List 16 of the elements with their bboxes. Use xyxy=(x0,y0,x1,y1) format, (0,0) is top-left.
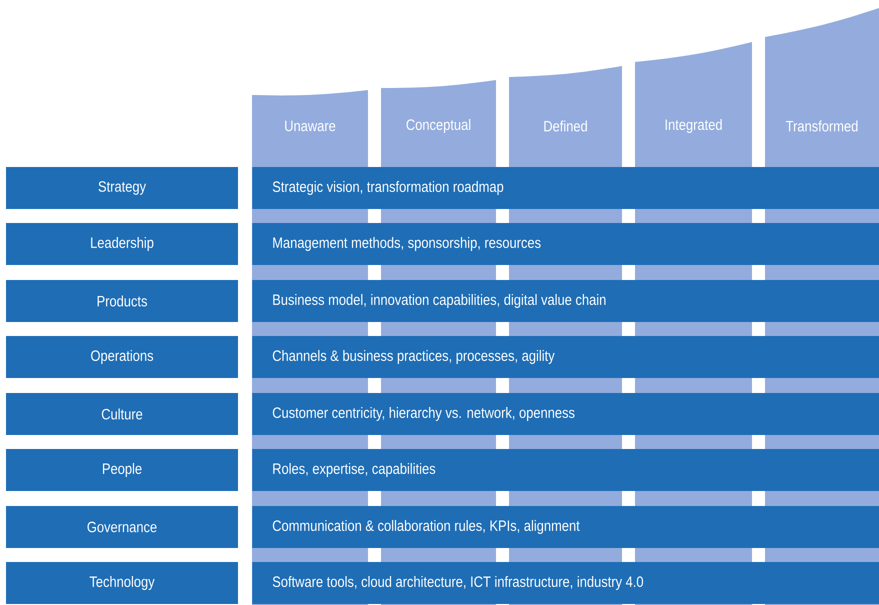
row-label-box: Strategy xyxy=(6,167,238,209)
row-label-box: Culture xyxy=(6,393,238,435)
description-bar: Communication & collaboration rules, KPIs, alignment xyxy=(252,506,879,548)
row-label-box: Technology xyxy=(6,562,238,604)
description-bar: Management methods, sponsorship, resources xyxy=(252,223,879,265)
description-bar: Software tools, cloud architecture, ICT infrastructure, industry 4.0 xyxy=(252,562,879,604)
row-label-box: Products xyxy=(6,280,238,322)
description-bar: Roles, expertise, capabilities xyxy=(252,448,879,491)
row-label-box: Governance xyxy=(6,506,238,548)
description-bar: Strategic vision, transformation roadmap xyxy=(252,167,879,209)
row-label-box: People xyxy=(6,448,238,491)
description-bar: Channels & business practices, processes, agility xyxy=(252,336,879,378)
row-label-box: Leadership xyxy=(6,223,238,265)
description-bar: Business model, innovation capabilities, digital value chain xyxy=(252,280,879,322)
description-bar: Customer centricity, hierarchy vs. network, openness xyxy=(252,393,879,435)
row-label-box: Operations xyxy=(6,336,238,378)
